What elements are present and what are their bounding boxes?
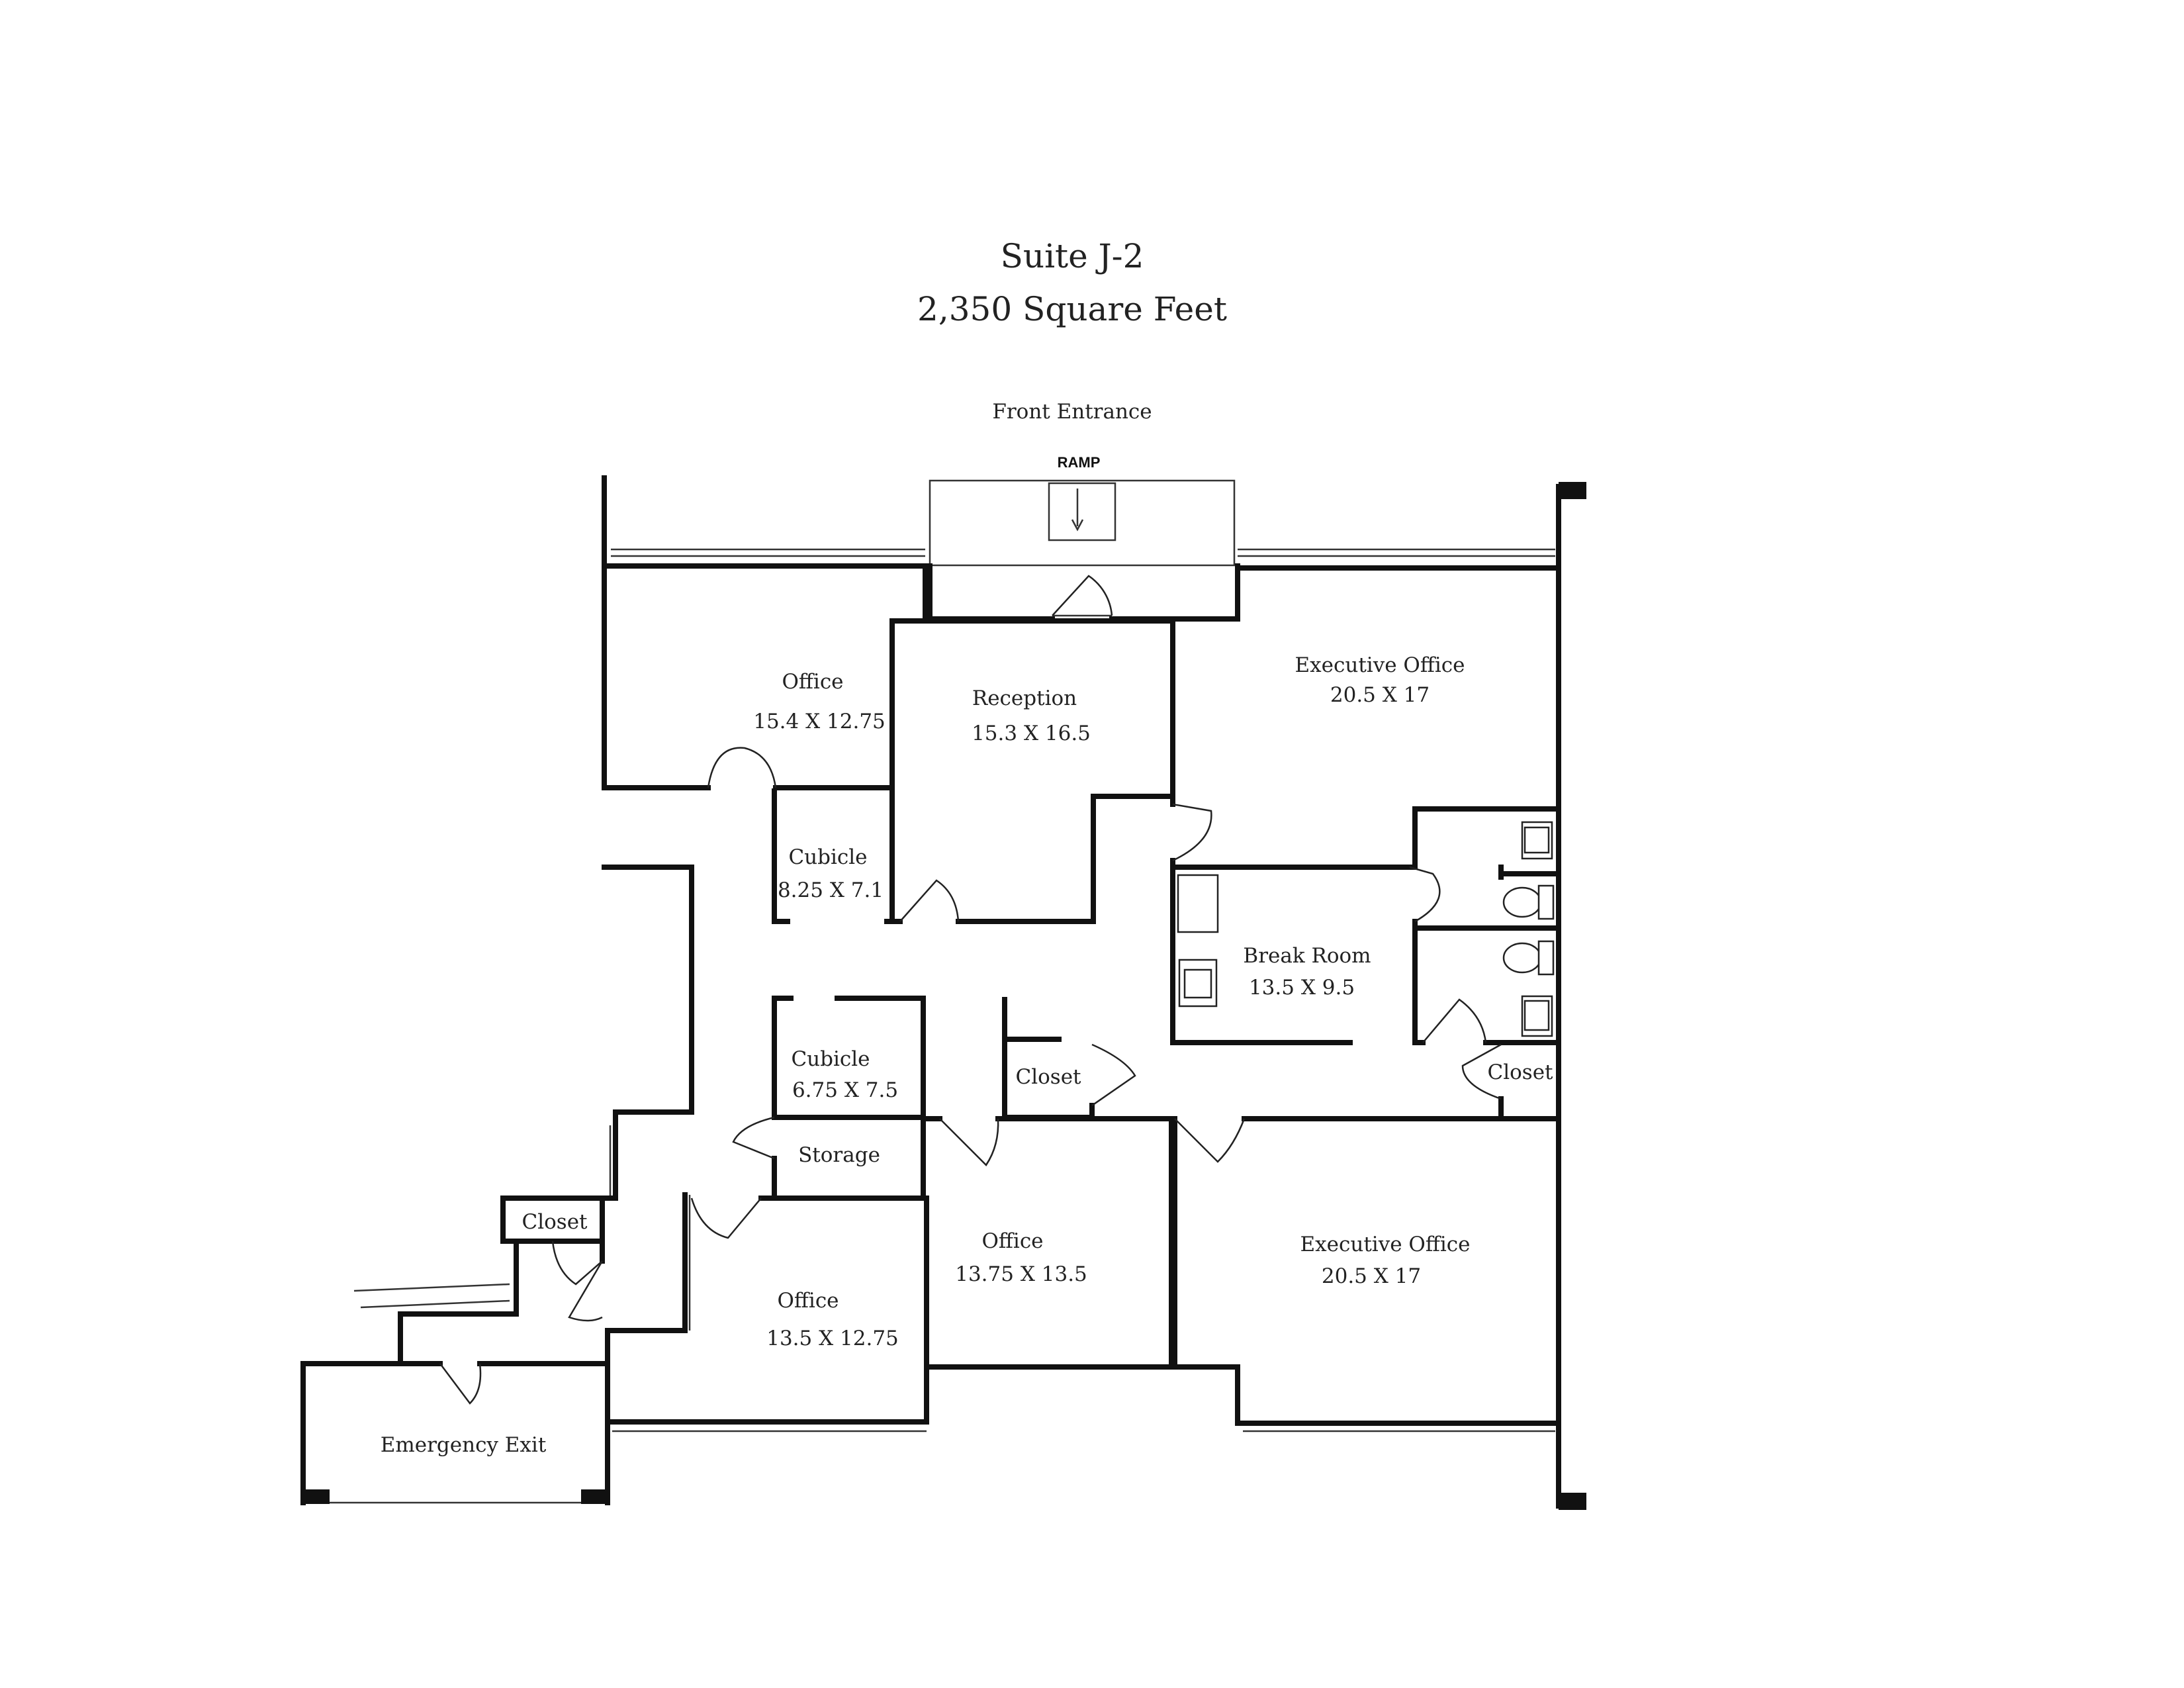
toilet-icon [1502, 886, 1542, 918]
room-name: Closet [522, 1210, 588, 1234]
ramp-label: RAMP [1058, 454, 1101, 471]
ramp: RAMP [1048, 454, 1116, 541]
fixtures [1177, 821, 1555, 1037]
room-dimensions: 6.75 X 7.5 [792, 1078, 898, 1102]
room-name: Office [981, 1229, 1043, 1253]
room-name: Emergency Exit [381, 1433, 547, 1457]
room-name: Closet [1487, 1060, 1553, 1084]
room-dimensions: 13.5 X 12.75 [766, 1327, 899, 1350]
room-name: Office [777, 1289, 839, 1313]
room-dimensions: 8.25 X 7.1 [778, 878, 884, 902]
walls [300, 475, 1586, 1510]
plan-subtitle: 2,350 Square Feet [917, 290, 1227, 328]
room-dimensions: 13.75 X 13.5 [955, 1262, 1087, 1286]
room-name: Storage [798, 1143, 880, 1167]
room-name: Closet [1015, 1065, 1081, 1089]
room-dimensions: 13.5 X 9.5 [1249, 976, 1355, 1000]
plan-title: Suite J-2 [1000, 237, 1144, 275]
room-name: Cubicle [788, 845, 867, 869]
room-dimensions: 20.5 X 17 [1322, 1264, 1421, 1288]
room-name: Cubicle [791, 1047, 870, 1071]
doors [439, 575, 1502, 1405]
toilet-icon [1502, 942, 1542, 974]
room-name: Reception [972, 686, 1077, 710]
room-dimensions: 15.4 X 12.75 [753, 710, 886, 733]
room-name: Office [782, 670, 843, 694]
room-labels: Office 15.4 X 12.75 Reception 15.3 X 16.… [381, 653, 1553, 1457]
room-name: Break Room [1243, 944, 1371, 968]
front-entrance-label: Front Entrance [992, 400, 1152, 424]
room-dimensions: 20.5 X 17 [1330, 683, 1430, 707]
room-name: Executive Office [1295, 653, 1465, 677]
room-name: Executive Office [1300, 1233, 1471, 1256]
room-dimensions: 15.3 X 16.5 [972, 722, 1091, 745]
refrigerator-fixture [1177, 874, 1219, 933]
